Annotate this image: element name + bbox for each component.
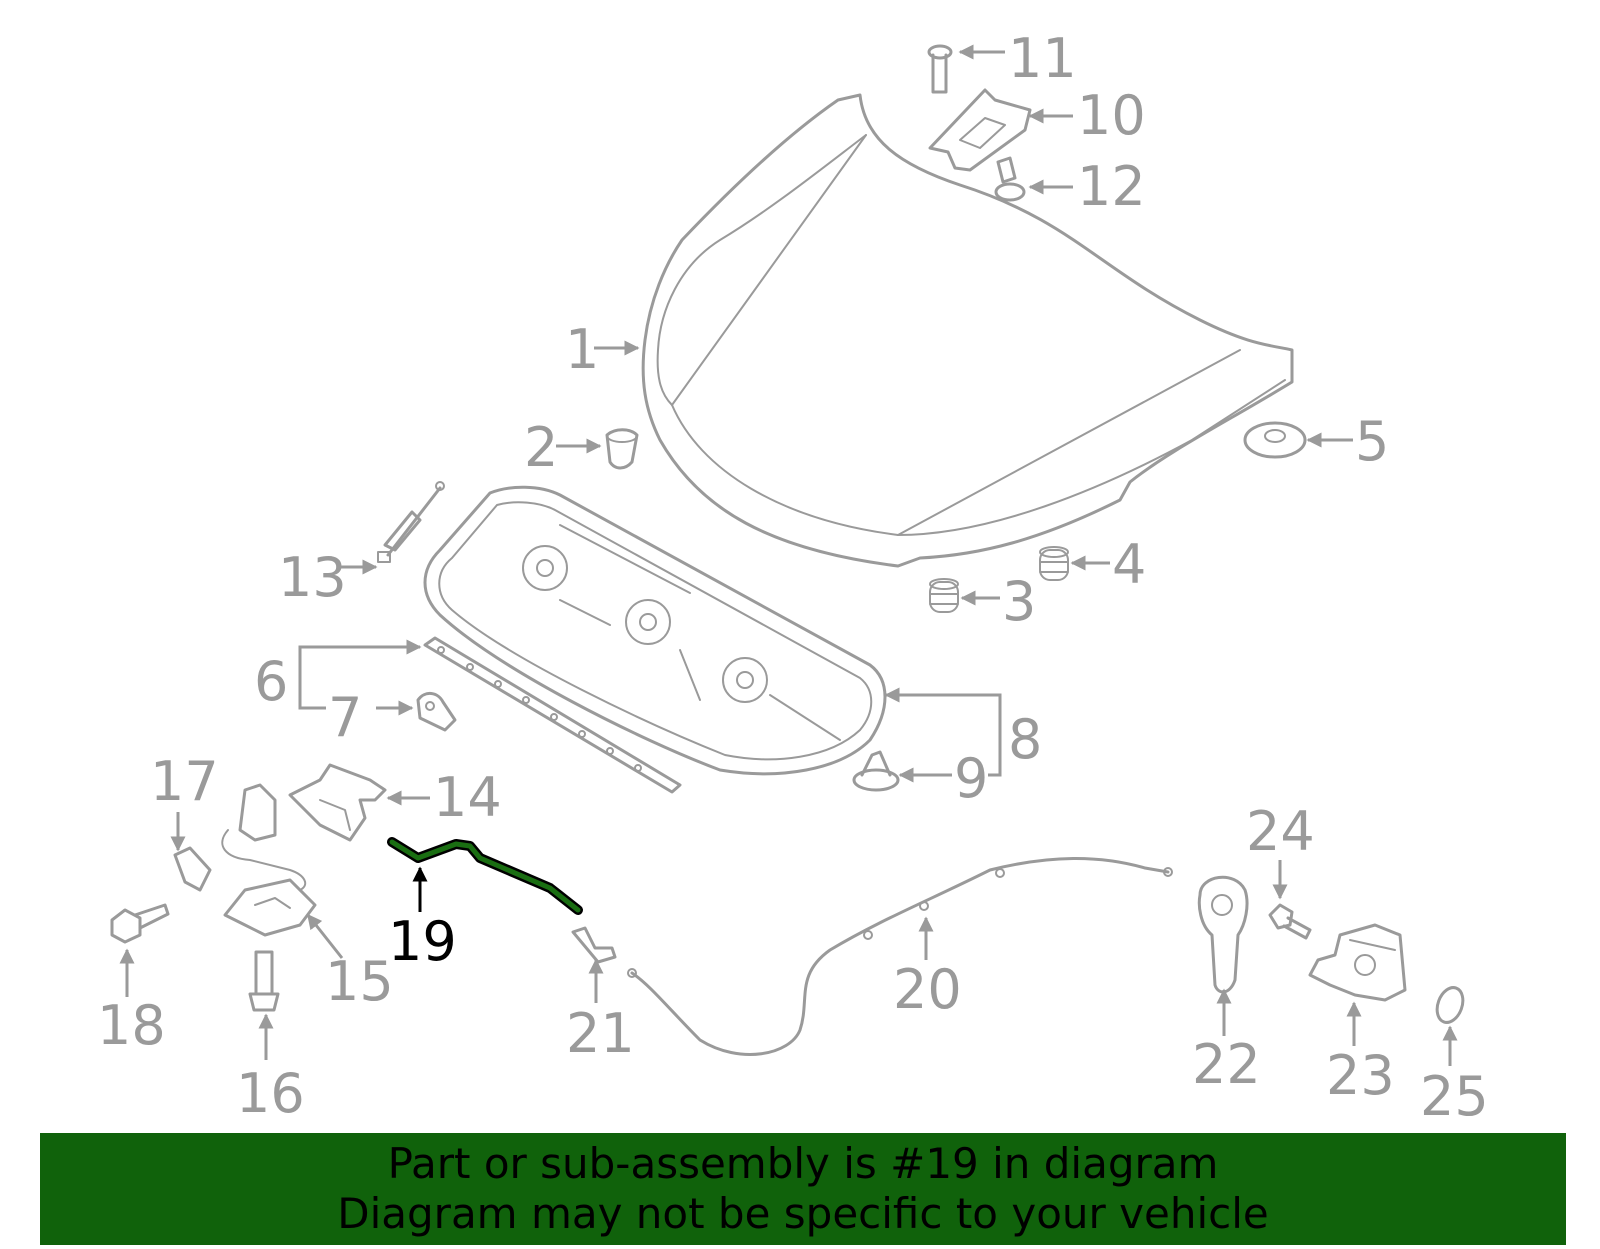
clip-part-7: [416, 692, 457, 732]
callout-1: 1: [565, 318, 599, 381]
callout-18: 18: [97, 994, 166, 1057]
bolt-part-12: [994, 156, 1026, 202]
callout-11: 11: [1008, 27, 1077, 90]
bolt-part-11: [927, 44, 953, 94]
clip-part-21: [571, 926, 617, 964]
bumper-part-2: [605, 428, 639, 470]
release-cable-part-20: [627, 857, 1173, 1056]
callout-20: 20: [893, 958, 962, 1021]
safety-catch-part-15: [221, 829, 317, 937]
hinge-part-10: [928, 88, 1032, 172]
callout-17: 17: [150, 750, 219, 813]
weatherstrip-part-6: [423, 636, 682, 794]
callout-6: 6: [254, 650, 288, 713]
callout-5: 5: [1355, 410, 1389, 473]
bracket-part-17: [173, 783, 277, 892]
callout-12: 12: [1077, 155, 1146, 218]
callout-21: 21: [566, 1002, 635, 1065]
callout-3: 3: [1002, 570, 1036, 633]
bolt-part-16: [248, 950, 280, 1012]
callout-13: 13: [278, 546, 347, 609]
bolt-part-18: [110, 903, 170, 944]
support-rod-part-19: [387, 837, 583, 915]
info-banner: Part or sub-assembly is #19 in diagram D…: [40, 1133, 1566, 1245]
release-handle-part-22: [1197, 875, 1249, 994]
callout-25: 25: [1420, 1065, 1489, 1128]
seal-ring-part-25: [1435, 986, 1465, 1024]
hood-latch-part-23: [1308, 923, 1407, 1002]
striker-part-14: [288, 763, 387, 842]
callout-14: 14: [433, 766, 502, 829]
gas-strut-part-13: [377, 481, 445, 563]
callout-4: 4: [1112, 533, 1146, 596]
callout-23: 23: [1326, 1044, 1395, 1107]
callout-19: 19: [388, 910, 457, 973]
bolt-part-24: [1268, 903, 1312, 940]
bumper-part-4: [1039, 546, 1069, 581]
callout-labels: 1 2 3 4 5 6 7 8 9 10 11 12 13 14 15 16 1…: [97, 27, 1489, 1128]
push-clip-part-9: [852, 750, 900, 792]
callout-9: 9: [954, 747, 988, 810]
leader-lines: [119, 44, 1458, 1066]
banner-line-disclaimer: Diagram may not be specific to your vehi…: [337, 1189, 1269, 1238]
grommet-part-5: [1243, 421, 1307, 459]
bumper-part-3: [929, 578, 959, 613]
callout-22: 22: [1192, 1033, 1261, 1096]
hood-part: [641, 93, 1294, 568]
callout-8: 8: [1008, 708, 1042, 771]
callout-15: 15: [325, 950, 394, 1013]
callout-2: 2: [524, 416, 558, 479]
hood-insulator-part-8: [423, 485, 887, 776]
banner-line-part: Part or sub-assembly is #19 in diagram: [387, 1139, 1219, 1188]
callout-16: 16: [236, 1062, 305, 1125]
callout-10: 10: [1077, 84, 1146, 147]
callout-7: 7: [328, 686, 362, 749]
callout-24: 24: [1246, 800, 1315, 863]
